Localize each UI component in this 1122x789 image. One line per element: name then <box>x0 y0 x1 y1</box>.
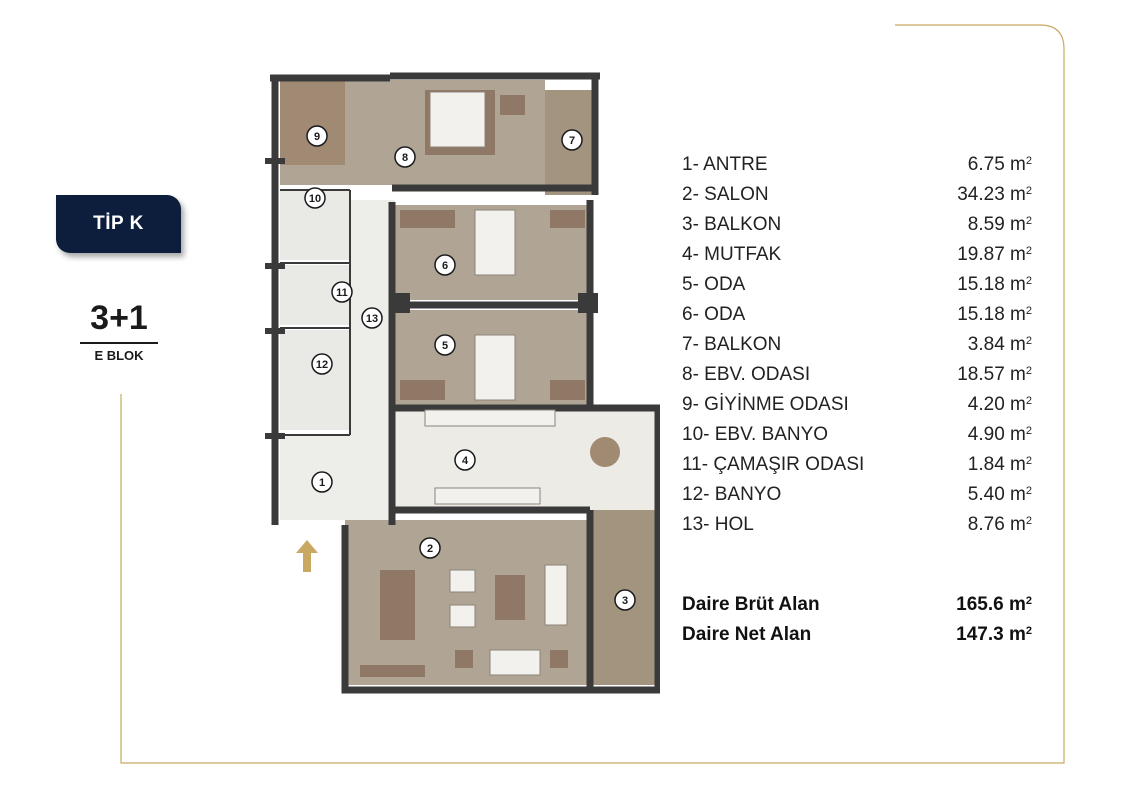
room-12-floor <box>280 330 350 430</box>
room-name: 12- BANYO <box>682 484 782 505</box>
typology: 3+1 E BLOK <box>80 300 158 363</box>
room-name: 10- EBV. BANYO <box>682 424 829 445</box>
room-marker-label: 4 <box>462 455 469 467</box>
type-badge: TİP K <box>56 195 181 253</box>
room-marker-label: 5 <box>442 340 448 352</box>
room-area: 5.40 m2 <box>967 484 1032 505</box>
summary-name: Daire Brüt Alan <box>682 594 820 615</box>
room-marker-circle <box>434 334 456 356</box>
room-row: 5- ODA 15.18 m2 <box>682 270 1032 300</box>
room-area: 18.57 m2 <box>957 364 1032 385</box>
room-marker-label: 2 <box>427 543 433 555</box>
room-area: 8.59 m2 <box>967 214 1032 235</box>
block-name: E BLOK <box>94 348 144 363</box>
room-marker-label: 12 <box>316 359 328 371</box>
summary-area: 165.6 m2 <box>956 594 1032 615</box>
walls <box>270 72 662 694</box>
room-marker-circle <box>304 187 326 209</box>
room-marker-circle <box>311 353 333 375</box>
room-row: 3- BALKON 8.59 m2 <box>682 210 1032 240</box>
room-area: 8.76 m2 <box>967 514 1032 535</box>
room-row: 9- GİYİNME ODASI 4.20 m2 <box>682 390 1032 420</box>
room-name: 11- ÇAMAŞIR ODASI <box>682 454 865 475</box>
gold-frame <box>120 24 1065 764</box>
room-name: 6- ODA <box>682 304 746 325</box>
room-area: 6.75 m2 <box>967 154 1032 175</box>
room-marker-label: 6 <box>442 260 448 272</box>
room-row: 2- SALON 34.23 m2 <box>682 180 1032 210</box>
room-name: 7- BALKON <box>682 334 782 355</box>
room-row: 12- BANYO 5.40 m2 <box>682 480 1032 510</box>
room-marker-label: 7 <box>569 135 575 147</box>
room-marker-circle <box>434 254 456 276</box>
room-marker-label: 3 <box>622 595 628 607</box>
room-name: 5- ODA <box>682 274 746 295</box>
room-marker-circle <box>331 281 353 303</box>
room-9-floor <box>280 80 345 165</box>
room-row: 1- ANTRE 6.75 m2 <box>682 150 1032 180</box>
room-row: 4- MUTFAK 19.87 m2 <box>682 240 1032 270</box>
room-marker-label: 9 <box>314 131 320 143</box>
room-marker-label: 10 <box>309 193 321 205</box>
room-name: 13- HOL <box>682 514 754 535</box>
room-row: 13- HOL 8.76 m2 <box>682 510 1032 540</box>
room-marker-label: 13 <box>366 313 378 325</box>
room-row: 6- ODA 15.18 m2 <box>682 300 1032 330</box>
room-marker-circle <box>394 146 416 168</box>
room-marker-circle <box>419 537 441 559</box>
room-row: 10- EBV. BANYO 4.90 m2 <box>682 420 1032 450</box>
room-area: 4.20 m2 <box>967 394 1032 415</box>
room-marker-circle <box>306 125 328 147</box>
room-area: 15.18 m2 <box>957 304 1032 325</box>
room-area: 4.90 m2 <box>967 424 1032 445</box>
room-name: 1- ANTRE <box>682 154 768 175</box>
dining-table <box>590 437 620 467</box>
type-badge-label: TİP K <box>93 213 144 234</box>
summary-row: Daire Net Alan 147.3 m2 <box>682 620 1032 650</box>
room-area: 19.87 m2 <box>957 244 1032 265</box>
area-summary: Daire Brüt Alan 165.6 m2 Daire Net Alan 147… <box>682 590 1032 650</box>
room-marker-circle <box>454 449 476 471</box>
light-furniture <box>424 91 568 676</box>
summary-name: Daire Net Alan <box>682 624 812 645</box>
room-area: 15.18 m2 <box>957 274 1032 295</box>
summary-row: Daire Brüt Alan 165.6 m2 <box>682 590 1032 620</box>
room-area-list: 1- ANTRE 6.75 m2 2- SALON 34.23 m2 3- BALKON… <box>682 150 1032 540</box>
room-row: 7- BALKON 3.84 m2 <box>682 330 1032 360</box>
room-name: 9- GİYİNME ODASI <box>682 394 849 415</box>
room-marker-label: 8 <box>402 152 408 164</box>
room-1-floor <box>280 435 395 520</box>
room-name: 8- EBV. ODASI <box>682 364 811 385</box>
room-marker-circle <box>614 589 636 611</box>
room-count: 3+1 <box>80 300 158 344</box>
room-marker-circle <box>561 129 583 151</box>
room-marker-circle <box>311 471 333 493</box>
summary-area: 147.3 m2 <box>956 624 1032 645</box>
room-name: 2- SALON <box>682 184 769 205</box>
room-area: 34.23 m2 <box>957 184 1032 205</box>
room-name: 4- MUTFAK <box>682 244 782 265</box>
room-name: 3- BALKON <box>682 214 782 235</box>
room-row: 11- ÇAMAŞIR ODASI 1.84 m2 <box>682 450 1032 480</box>
room-marker-label: 1 <box>319 477 325 489</box>
wall-posts <box>265 158 598 439</box>
room-area: 3.84 m2 <box>967 334 1032 355</box>
entrance-arrow-icon <box>296 540 318 577</box>
room-row: 8- EBV. ODASI 18.57 m2 <box>682 360 1032 390</box>
room-area: 1.84 m2 <box>967 454 1032 475</box>
room-marker-circle <box>361 307 383 329</box>
room-marker-label: 11 <box>336 287 348 299</box>
